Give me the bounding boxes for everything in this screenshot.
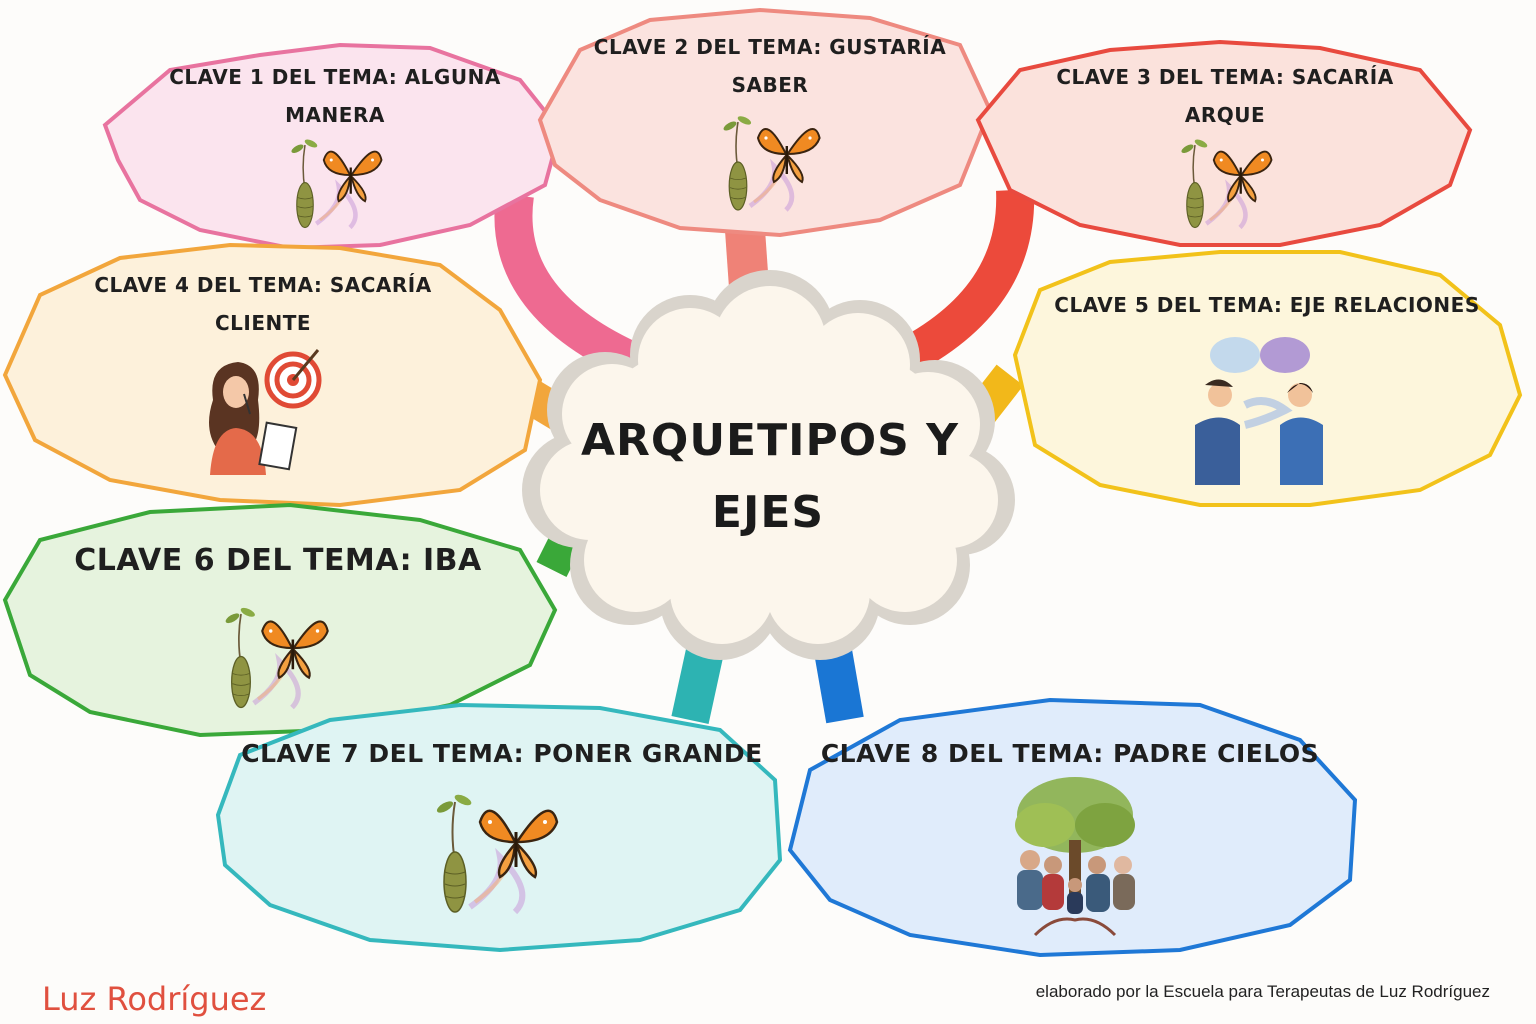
node-clave-2[interactable]: CLAVE 2 DEL TEMA: GUSTARÍA SABER (537, 7, 993, 238)
node-clave-5[interactable]: CLAVE 5 DEL TEMA: EJE RELACIONES (1012, 250, 1523, 507)
node-1-line1: CLAVE 1 DEL TEMA: ALGUNA (169, 65, 501, 89)
node-4-line2: CLIENTE (215, 311, 311, 335)
author-signature: Luz Rodríguez (42, 980, 266, 1018)
node-clave-3[interactable]: CLAVE 3 DEL TEMA: SACARÍA ARQUE (975, 39, 1473, 247)
node-shape (537, 7, 993, 238)
node-clave-6[interactable]: CLAVE 6 DEL TEMA: IBA (2, 502, 558, 738)
node-shape (102, 42, 563, 251)
node-clave-4[interactable]: CLAVE 4 DEL TEMA: SACARÍA CLIENTE (2, 242, 543, 508)
credit-text: elaborado por la Escuela para Terapeutas… (1036, 982, 1490, 1001)
node-4-line1: CLAVE 4 DEL TEMA: SACARÍA (94, 273, 431, 297)
family-tree-icon (1015, 777, 1135, 937)
node-2-line1: CLAVE 2 DEL TEMA: GUSTARÍA (594, 35, 946, 59)
woman-target-icon (209, 349, 322, 475)
node-shape (2, 502, 558, 738)
center-title-line2: EJES (712, 487, 824, 538)
node-7-line1: CLAVE 7 DEL TEMA: PONER GRANDE (241, 739, 763, 768)
center-cloud: ARQUETIPOS Y EJES (522, 270, 1015, 660)
connector-6 (536, 528, 584, 577)
node-1-line2: MANERA (285, 103, 385, 127)
center-title-line1: ARQUETIPOS Y (581, 415, 959, 466)
node-3-line2: ARQUE (1185, 103, 1265, 127)
node-shape (1012, 250, 1523, 507)
node-5-line1: CLAVE 5 DEL TEMA: EJE RELACIONES (1054, 293, 1479, 317)
node-6-line1: CLAVE 6 DEL TEMA: IBA (74, 543, 482, 578)
node-clave-1[interactable]: CLAVE 1 DEL TEMA: ALGUNA MANERA (102, 42, 563, 251)
node-clave-7[interactable]: CLAVE 7 DEL TEMA: PONER GRANDE (215, 702, 783, 953)
node-8-line1: CLAVE 8 DEL TEMA: PADRE CIELOS (821, 739, 1319, 768)
node-3-line1: CLAVE 3 DEL TEMA: SACARÍA (1056, 65, 1393, 89)
connector-3 (891, 189, 1035, 377)
connector-1 (494, 192, 639, 378)
node-shape (975, 39, 1473, 247)
conversation-icon (1195, 337, 1323, 485)
node-clave-8[interactable]: CLAVE 8 DEL TEMA: PADRE CIELOS (787, 697, 1358, 958)
node-2-line2: SABER (732, 73, 809, 97)
